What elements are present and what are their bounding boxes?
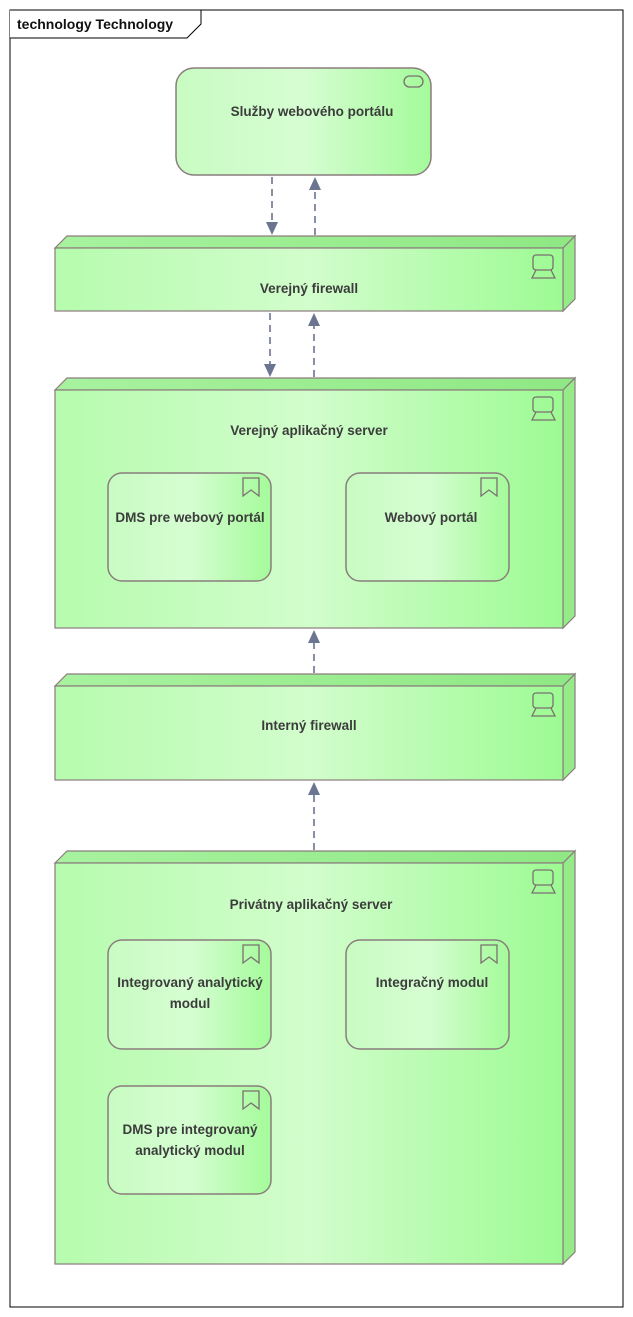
connector-service-to-public-firewall[interactable] — [266, 177, 278, 235]
technology-service-icon — [403, 75, 424, 88]
artifact-icon — [480, 477, 498, 498]
artifact-dms-web-portal[interactable]: DMS pre webový portál — [107, 472, 272, 582]
device-icon — [530, 254, 557, 279]
artifact-dms-integrated-analytics[interactable]: DMS pre integrovaný analytický modul — [107, 1085, 272, 1195]
artifact-label: Integračný modul — [376, 975, 489, 990]
connector-app-server-to-public-firewall[interactable] — [308, 313, 320, 377]
node-label: Interný firewall — [261, 718, 356, 733]
artifact-label: Webový portál — [385, 510, 478, 525]
device-icon — [530, 692, 557, 717]
artifact-label: DMS pre webový portál — [115, 510, 264, 525]
node-public-firewall[interactable]: Verejný firewall — [53, 234, 577, 313]
artifact-integration-module[interactable]: Integračný modul — [345, 939, 510, 1050]
artifact-icon — [242, 944, 260, 965]
node-label: Verejný aplikačný server — [230, 423, 388, 438]
frame-title: technology Technology — [17, 16, 173, 32]
technology-service[interactable]: Služby webového portálu — [175, 67, 432, 176]
connector-private-server-to-internal-firewall[interactable] — [308, 782, 320, 850]
artifact-label-line-1: Integrovaný analytický — [117, 975, 263, 990]
connector-public-firewall-to-app-server[interactable] — [264, 313, 276, 377]
artifact-icon — [242, 477, 260, 498]
node-private-app-server[interactable]: Privátny aplikačný server — [53, 849, 577, 1266]
device-icon — [530, 396, 557, 421]
node-label: Verejný firewall — [260, 281, 358, 296]
node-label: Privátny aplikačný server — [230, 897, 394, 912]
artifact-icon — [242, 1090, 260, 1111]
device-icon — [530, 869, 557, 894]
connector-public-firewall-to-service[interactable] — [309, 177, 321, 235]
artifact-label-line-1: DMS pre integrovaný — [122, 1122, 258, 1137]
artifact-web-portal[interactable]: Webový portál — [345, 472, 510, 582]
artifact-icon — [480, 944, 498, 965]
service-label: Služby webového portálu — [231, 104, 394, 119]
artifact-label-line-2: analytický modul — [135, 1143, 245, 1158]
artifact-label-line-2: modul — [170, 996, 211, 1011]
artifact-integrated-analytics[interactable]: Integrovaný analytický modul — [107, 939, 272, 1050]
node-internal-firewall[interactable]: Interný firewall — [53, 672, 577, 782]
connector-internal-firewall-to-app-server[interactable] — [308, 630, 320, 673]
